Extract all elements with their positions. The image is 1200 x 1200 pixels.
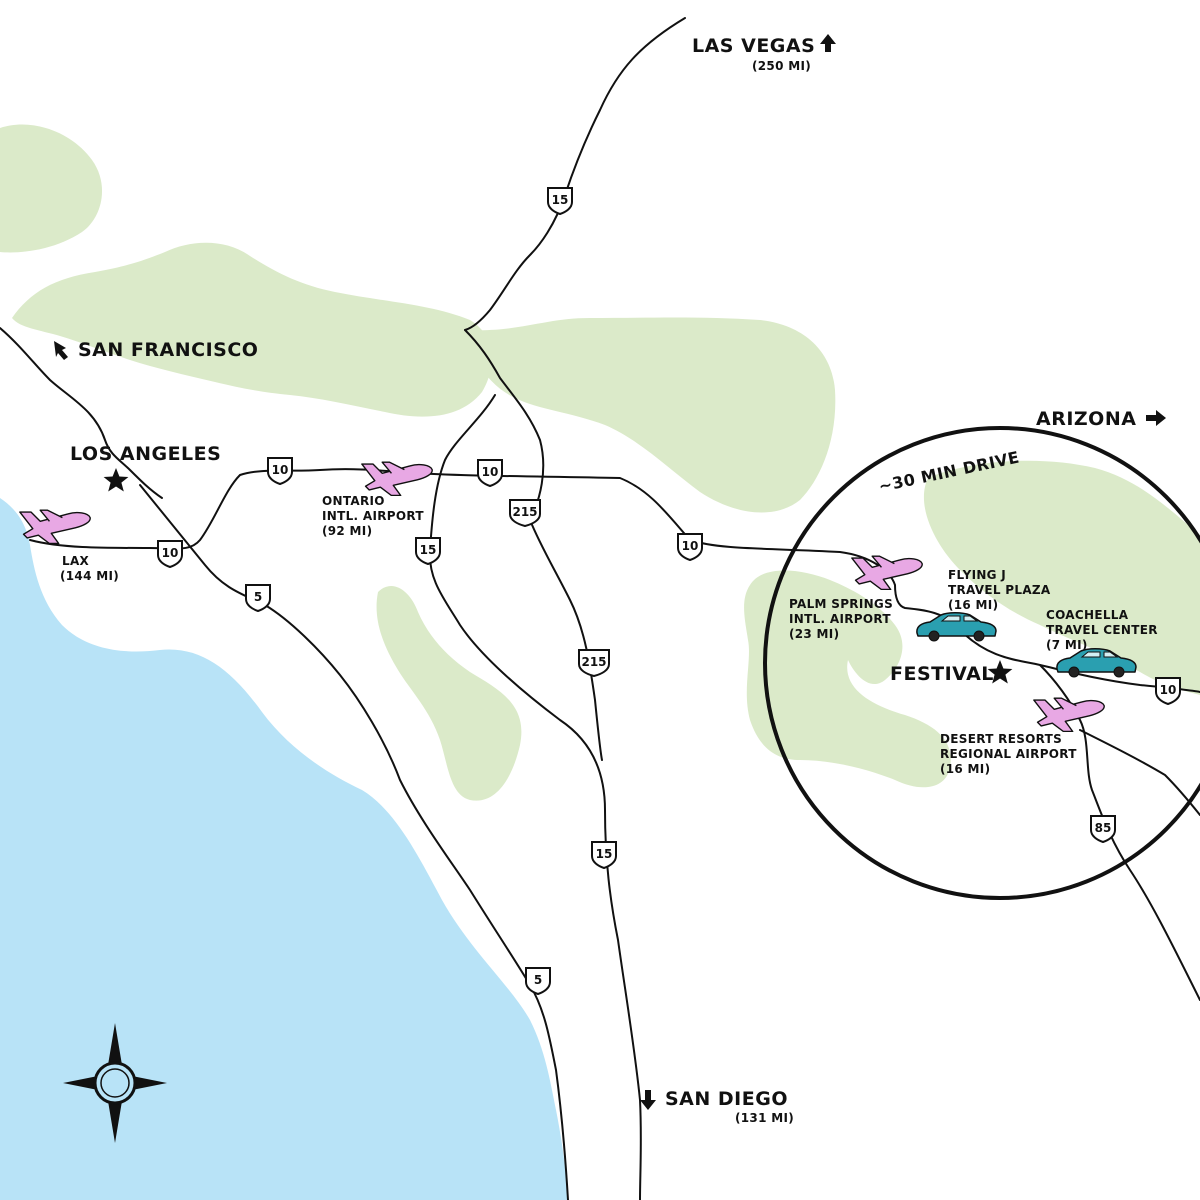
las-vegas-label: LAS VEGAS: [692, 35, 815, 57]
road-i10-west: [29, 468, 1200, 693]
arrow-right-icon: [1146, 410, 1166, 426]
shield-rt85: 85: [1090, 815, 1116, 844]
svg-text:15: 15: [596, 847, 613, 861]
flying-j-label-line1: FLYING J: [948, 568, 1006, 582]
direction-las-vegas: LAS VEGAS (250 MI): [692, 34, 836, 73]
city-los-angeles: LOS ANGELES: [70, 443, 221, 492]
svg-text:5: 5: [534, 973, 542, 987]
desert-resorts-label-line3: (16 MI): [940, 762, 990, 776]
pacific-ocean: [0, 498, 568, 1200]
road-i15-north: [464, 17, 686, 331]
lax-label: LAX: [62, 554, 90, 568]
svg-text:85: 85: [1095, 821, 1112, 835]
san-francisco-label: SAN FRANCISCO: [78, 339, 258, 361]
airplane-icon: [361, 461, 433, 496]
direction-san-diego: SAN DIEGO (131 MI): [640, 1088, 794, 1125]
palm-springs-label-line2: INTL. AIRPORT: [789, 612, 891, 626]
svg-text:15: 15: [552, 193, 569, 207]
mountain-area-san-gabriel: [12, 242, 492, 417]
airplane-icon: [1033, 697, 1105, 732]
svg-text:215: 215: [581, 655, 606, 669]
shield-i10-festival: 10: [1155, 677, 1181, 706]
desert-resorts-label-line1: DESERT RESORTS: [940, 732, 1062, 746]
mountain-area-san-bernardino: [470, 317, 836, 513]
drive-radius-circle: [763, 426, 1200, 900]
airport-palm-springs: PALM SPRINGS INTL. AIRPORT (23 MI): [789, 555, 923, 641]
stop-flying-j: FLYING J TRAVEL PLAZA (16 MI): [916, 568, 1051, 642]
road-sf-to-la: [0, 327, 163, 499]
palm-springs-label-line1: PALM SPRINGS: [789, 597, 893, 611]
city-festival: FESTIVAL: [890, 660, 1013, 685]
svg-text:10: 10: [162, 546, 179, 560]
compass-rose-icon: [63, 1023, 167, 1143]
shield-i5-south: 5: [525, 967, 551, 996]
shield-i15-south: 15: [591, 841, 617, 870]
airport-ontario: ONTARIO INTL. AIRPORT (92 MI): [322, 461, 433, 538]
car-icon: [916, 612, 997, 642]
airport-desert-resorts: DESERT RESORTS REGIONAL AIRPORT (16 MI): [940, 697, 1105, 776]
airport-lax: LAX (144 MI): [19, 509, 119, 583]
shield-i15-north: 15: [547, 187, 573, 216]
ontario-label-line2: INTL. AIRPORT: [322, 509, 424, 523]
shield-i10-la: 10: [157, 540, 183, 569]
coachella-label-line2: TRAVEL CENTER: [1046, 623, 1158, 637]
stop-coachella: COACHELLA TRAVEL CENTER (7 MI): [1046, 608, 1158, 678]
shield-i10-east: 10: [677, 533, 703, 562]
airplane-icon: [851, 555, 923, 590]
mountain-area-san-jacinto: [376, 585, 522, 801]
flying-j-label-line2: TRAVEL PLAZA: [948, 583, 1051, 597]
star-icon: [987, 660, 1013, 684]
los-angeles-label: LOS ANGELES: [70, 443, 221, 465]
arrow-up-left-icon: [54, 341, 68, 360]
san-diego-label: SAN DIEGO: [665, 1088, 788, 1110]
svg-text:10: 10: [1160, 683, 1177, 697]
san-diego-distance: (131 MI): [735, 1111, 794, 1125]
shield-i215-south: 215: [578, 649, 610, 678]
svg-text:10: 10: [272, 463, 289, 477]
svg-text:5: 5: [254, 590, 262, 604]
arrow-down-icon: [640, 1090, 656, 1110]
shield-i215-north: 215: [509, 499, 541, 528]
direction-san-francisco: SAN FRANCISCO: [54, 339, 258, 361]
airplane-icon: [19, 509, 91, 544]
direction-arizona: ARIZONA: [1036, 408, 1166, 430]
road-east-spur: [1079, 729, 1200, 816]
arrow-up-icon: [820, 34, 836, 52]
road-i15-mid: [428, 394, 642, 1200]
flying-j-label-line3: (16 MI): [948, 598, 998, 612]
las-vegas-distance: (250 MI): [752, 59, 811, 73]
mountain-area-northwest: [0, 124, 103, 253]
desert-resorts-label-line2: REGIONAL AIRPORT: [940, 747, 1077, 761]
shield-i15-ontario: 15: [415, 537, 441, 566]
mountain-area-santa-rosa: [744, 570, 951, 788]
road-i5: [139, 484, 569, 1200]
highway-shields: 15 10 10 10 215 15 5 215: [157, 187, 1181, 996]
shield-i10-ontario-west: 10: [267, 457, 293, 486]
svg-text:15: 15: [420, 543, 437, 557]
mountain-area-joshua-tree: [923, 460, 1200, 695]
shield-i10-ontario-east: 10: [477, 459, 503, 488]
palm-springs-label-line3: (23 MI): [789, 627, 839, 641]
star-icon: [103, 468, 129, 492]
arizona-label: ARIZONA: [1036, 408, 1136, 430]
shield-i5-north: 5: [245, 584, 271, 613]
svg-text:215: 215: [512, 505, 537, 519]
svg-text:10: 10: [482, 465, 499, 479]
coachella-label-line3: (7 MI): [1046, 638, 1088, 652]
ontario-label-line3: (92 MI): [322, 524, 372, 538]
svg-text:10: 10: [682, 539, 699, 553]
lax-distance: (144 MI): [60, 569, 119, 583]
coachella-label-line1: COACHELLA: [1046, 608, 1129, 622]
festival-label: FESTIVAL: [890, 663, 994, 685]
mountain-areas: [0, 124, 1200, 801]
ontario-label-line1: ONTARIO: [322, 494, 385, 508]
